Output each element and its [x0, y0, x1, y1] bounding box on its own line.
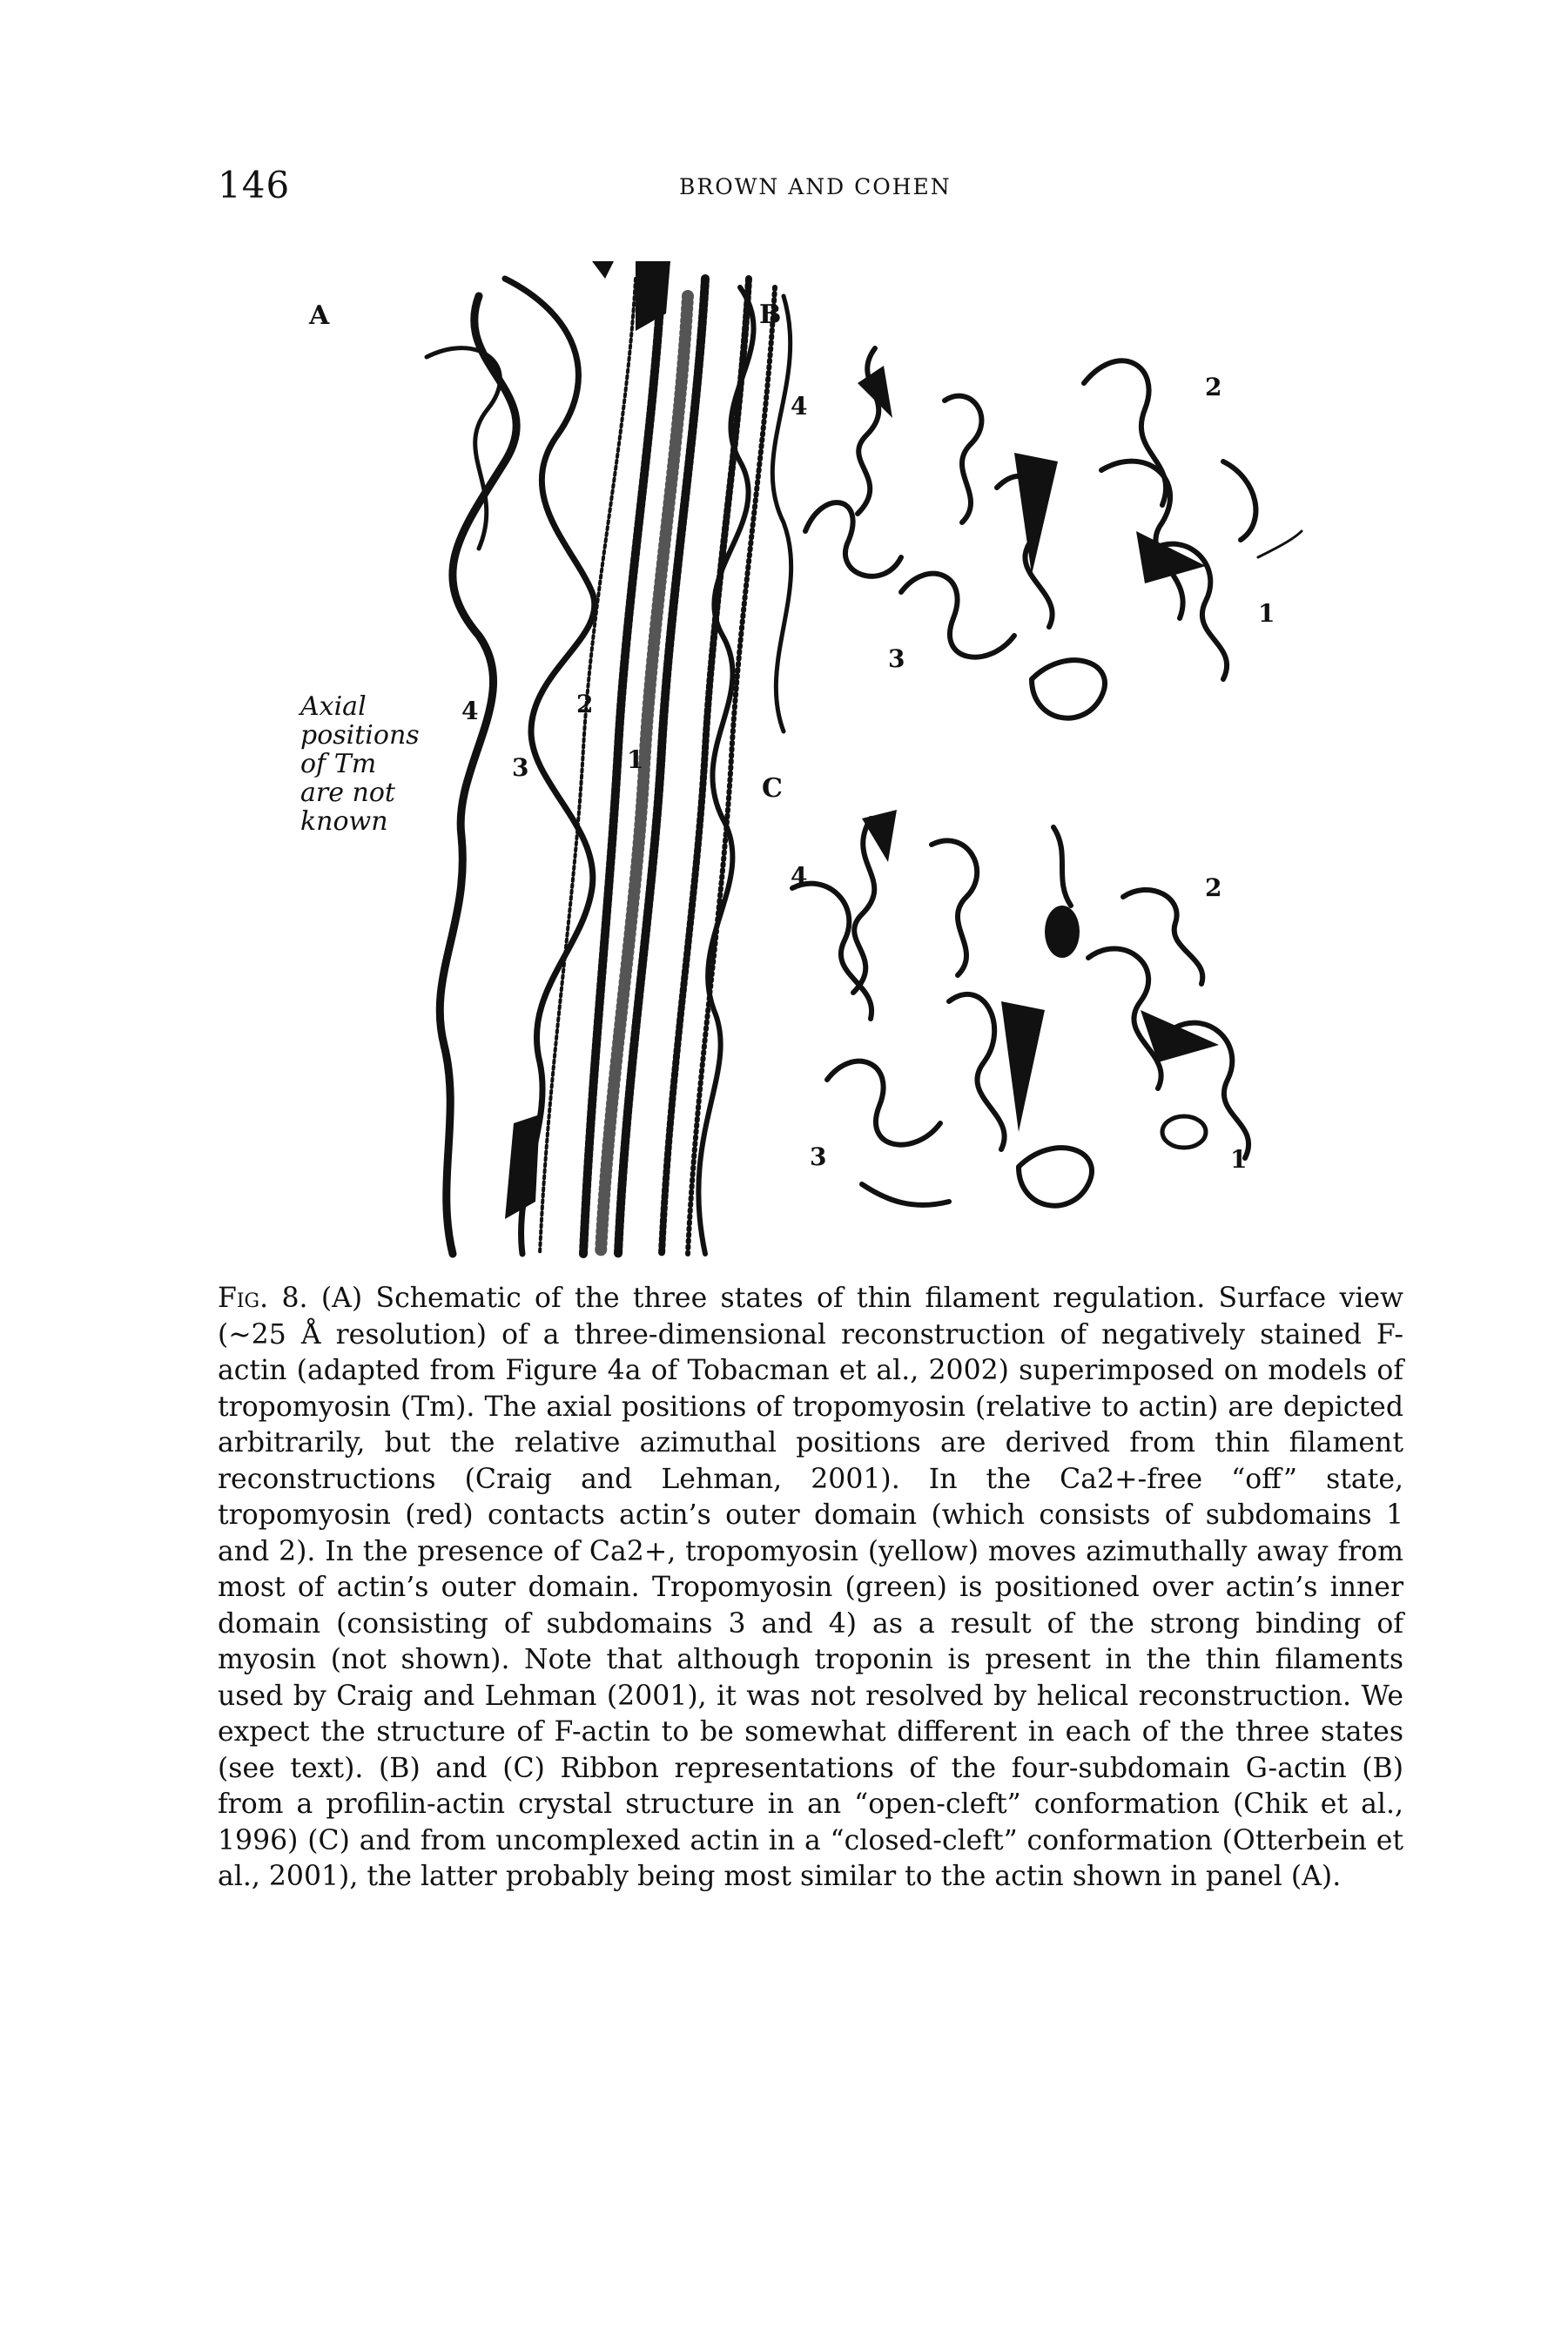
panel-c-label: C: [762, 773, 783, 804]
panel-a-subdomain-label: 2: [576, 690, 594, 718]
panel-a-subdomain-label: 1: [627, 745, 644, 774]
figure-caption-label: Fig. 8.: [218, 1283, 308, 1314]
panel-b-subdomain-label: 2: [1205, 373, 1222, 401]
axial-note-line: of Tm: [300, 749, 377, 779]
panel-b-label: B: [759, 300, 782, 330]
panel-c-subdomain-label: 1: [1230, 1145, 1248, 1174]
figure-caption: Fig. 8. (A) Schematic of the three state…: [218, 1281, 1403, 1896]
panel-c-subdomain-label: 3: [810, 1142, 827, 1171]
figure-caption-text: (A) Schematic of the three states of thi…: [218, 1283, 1404, 1892]
page-number: 146: [218, 164, 291, 206]
axial-note-line: positions: [300, 720, 420, 751]
running-head: BROWN AND COHEN: [679, 174, 952, 199]
panel-b-ribbon-structure: [803, 346, 1303, 721]
panel-c-subdomain-label: 2: [1205, 873, 1222, 902]
panel-a-axial-note: Axial positions of Tm are not known: [300, 692, 431, 836]
panel-b-subdomain-label: 4: [791, 392, 808, 421]
panel-c-ribbon-structure: [790, 810, 1252, 1209]
axial-note-line: Axial: [300, 691, 367, 722]
panel-a-filament-illustration: [424, 261, 794, 1260]
panel-a-subdomain-label: 4: [461, 697, 479, 725]
axial-note-line: are not: [300, 778, 395, 808]
panel-b-subdomain-label: 1: [1258, 599, 1275, 628]
figure-8: A Axial positions of Tm are not k: [287, 261, 1349, 1263]
panel-c-subdomain-label: 4: [791, 862, 808, 891]
panel-a-subdomain-label: 3: [512, 753, 529, 782]
panel-a-label: A: [309, 300, 330, 331]
axial-note-line: known: [300, 806, 388, 837]
panel-b-subdomain-label: 3: [888, 644, 905, 673]
